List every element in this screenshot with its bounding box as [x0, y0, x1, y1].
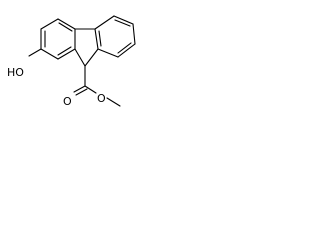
bond-c10-c11 — [117, 43, 136, 58]
hydroxyl-label: HO — [7, 66, 24, 79]
bond-carbonyl-o-right — [75, 88, 88, 96]
bond-c4-c5 — [40, 48, 59, 60]
double-bond-c10-c11 — [117, 42, 132, 54]
bond-c7-c8 — [94, 28, 99, 50]
double-bond-c7-c8 — [98, 30, 102, 47]
molecule-structure: HO O O — [7, 15, 136, 108]
ester-oxygen-label: O — [97, 92, 106, 105]
bond-carbonyl-o-left — [73, 85, 86, 93]
bond-c3-c4 — [57, 48, 76, 60]
right-benzene-ring — [94, 15, 136, 58]
bond-c13-c7 — [94, 15, 115, 30]
bond-c8-c10 — [97, 48, 119, 58]
bond-ester-o-methyl — [106, 97, 121, 107]
bond-c5-oh — [28, 48, 42, 57]
left-benzene-ring — [40, 18, 76, 60]
ester-group — [73, 65, 121, 107]
double-bond-c1-c2 — [58, 22, 73, 32]
double-bond-c12-c13 — [114, 19, 131, 27]
bond-c8-c9 — [84, 48, 99, 67]
five-membered-ring — [74, 28, 99, 67]
double-bond-c3-c4 — [57, 46, 72, 56]
bond-c11-c12 — [132, 23, 136, 45]
bond-c1-c2 — [57, 18, 76, 30]
carbonyl-oxygen-label: O — [63, 95, 72, 108]
bond-c3-c9 — [74, 48, 86, 67]
bond-c6-c1 — [40, 18, 59, 30]
bond-carbonyl-ester-o — [84, 85, 97, 94]
bond-c12-c13 — [113, 15, 134, 25]
